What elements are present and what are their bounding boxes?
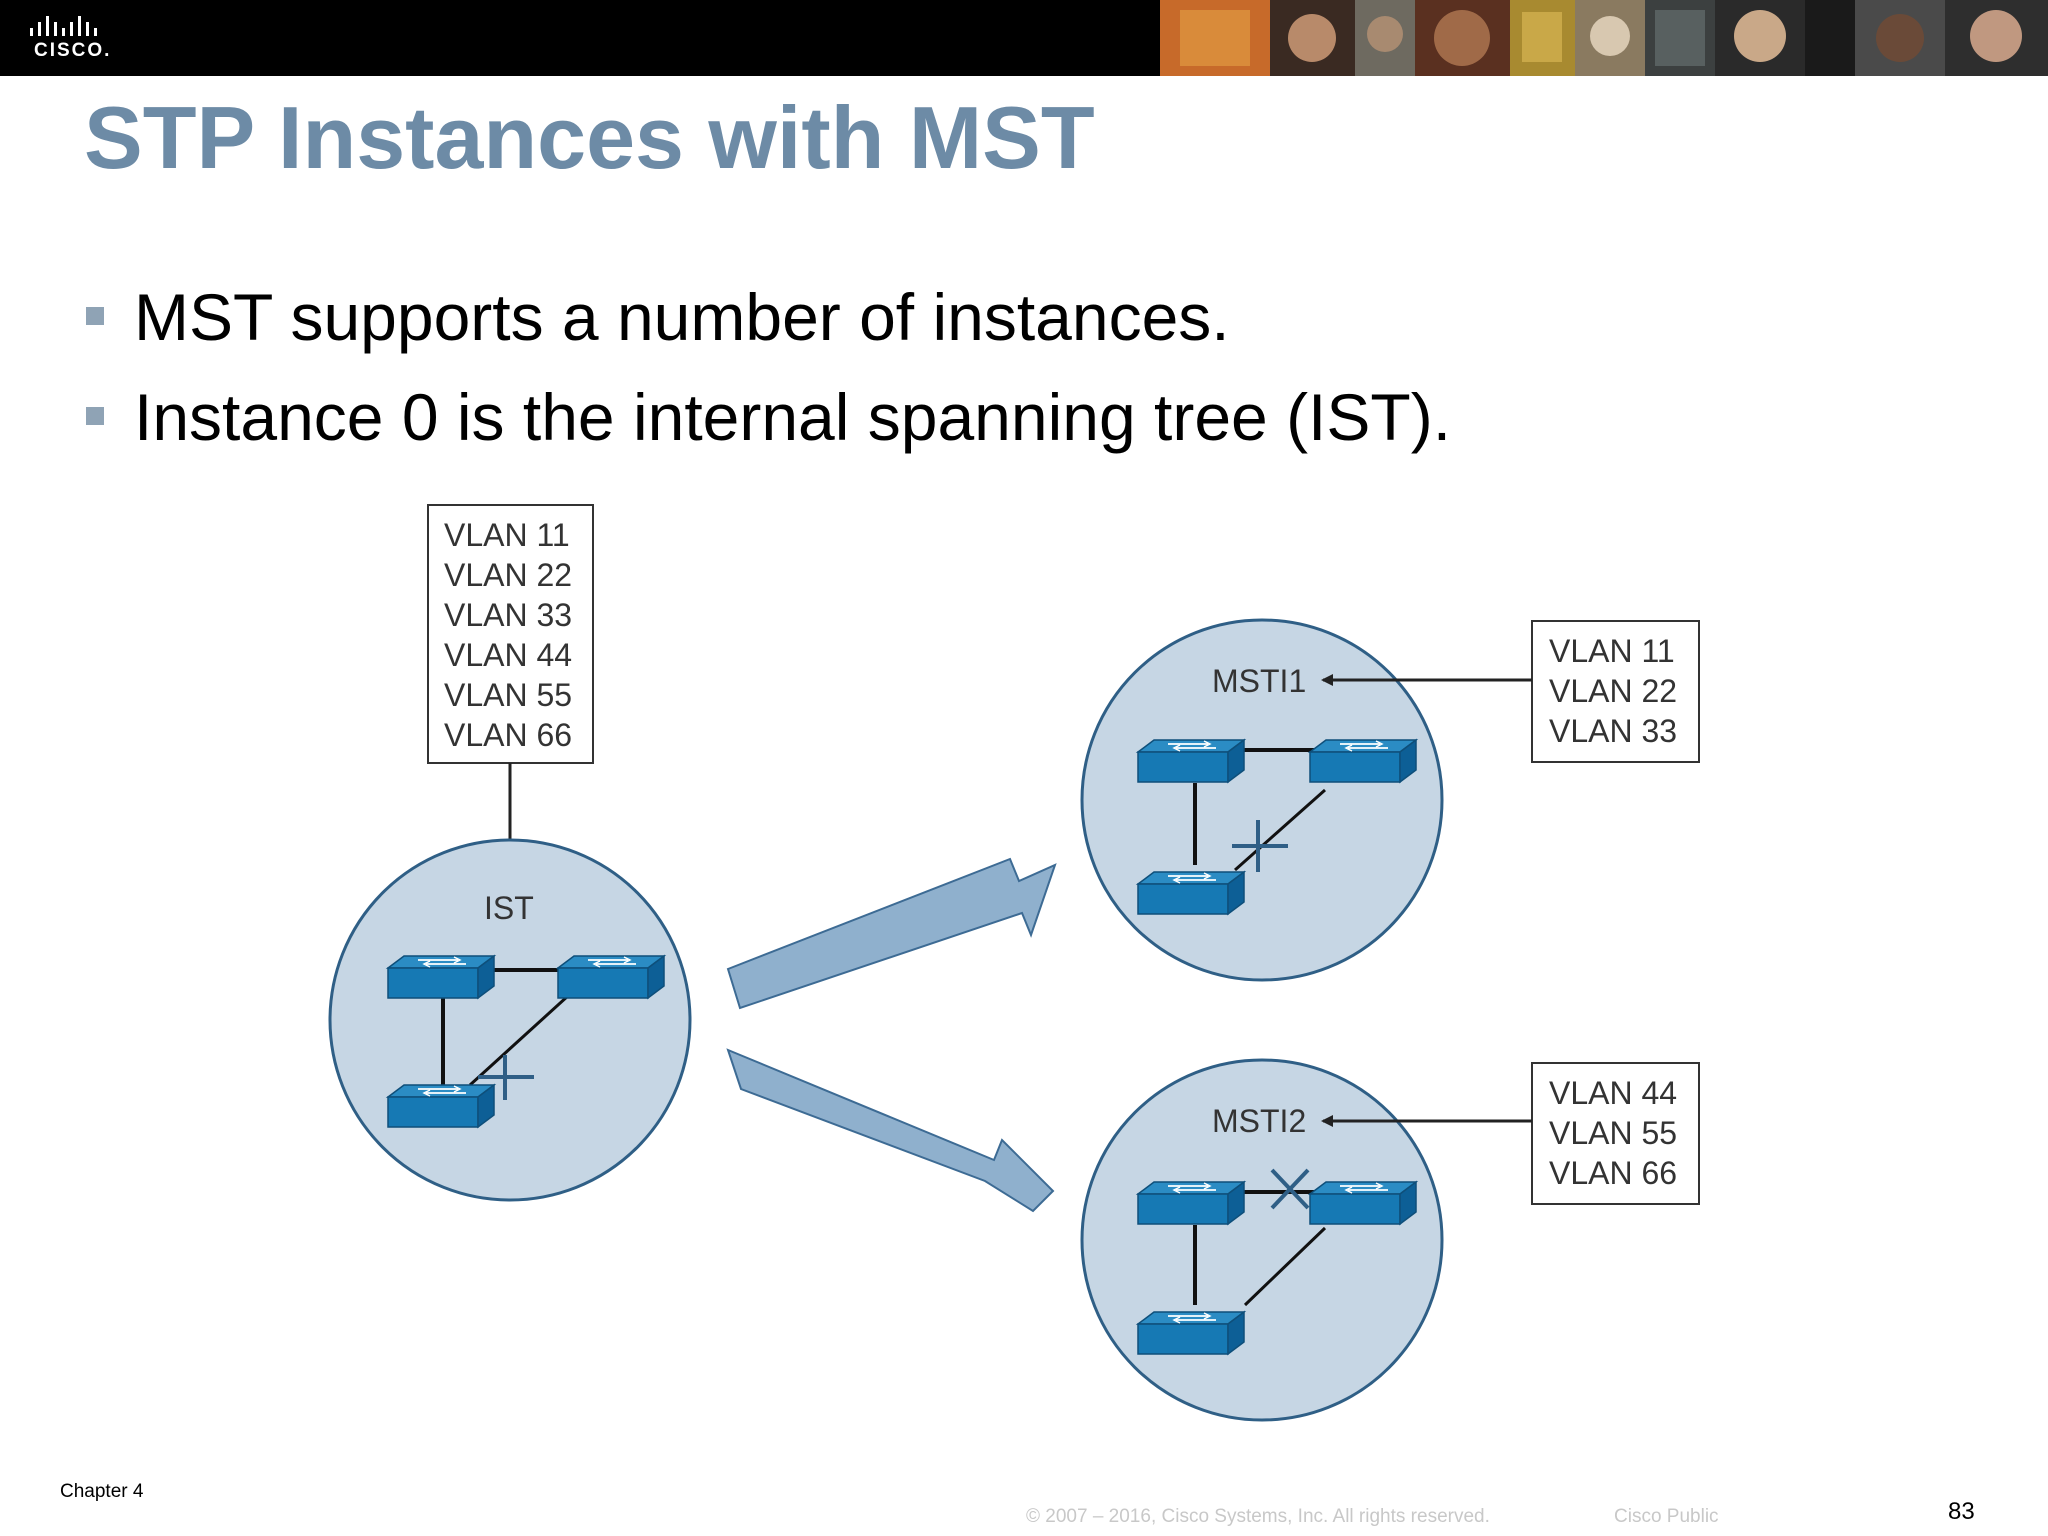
bullet-text: MST supports a number of instances.	[134, 280, 1230, 354]
arrow-to-msti1-icon	[726, 857, 1057, 1010]
header-bar: CISCO.	[0, 0, 2048, 76]
footer-chapter: Chapter 4	[60, 1481, 144, 1502]
bullet-square-icon	[86, 407, 104, 425]
switch-icon	[1137, 739, 1245, 783]
msti2-vlan-label: VLAN 55	[1549, 1115, 1677, 1151]
photo-strip-icon	[1160, 0, 2048, 76]
footer-copyright: © 2007 – 2016, Cisco Systems, Inc. All r…	[1026, 1506, 1490, 1527]
ist-vlan-label: VLAN 55	[444, 677, 572, 713]
switch-icon	[387, 1084, 495, 1128]
bullet-item: MST supports a number of instances.	[84, 275, 1451, 375]
ist-vlan-label: VLAN 66	[444, 717, 572, 753]
switch-icon	[1137, 1181, 1245, 1225]
bullet-list: MST supports a number of instances. Inst…	[84, 275, 1451, 475]
cisco-wordmark: CISCO.	[34, 40, 112, 61]
msti1-vlan-label: VLAN 22	[1549, 673, 1677, 709]
footer-classification: Cisco Public	[1614, 1506, 1719, 1527]
arrow-to-msti2-icon	[726, 1048, 1055, 1213]
switch-icon	[387, 955, 495, 999]
ist-instance-label: IST	[484, 890, 534, 926]
msti2-vlan-label: VLAN 66	[1549, 1155, 1677, 1191]
msti1-vlan-label: VLAN 11	[1549, 633, 1675, 669]
switch-icon	[1137, 1311, 1245, 1355]
ist-vlan-label: VLAN 22	[444, 557, 572, 593]
msti2-blocked-port-icon	[1270, 1168, 1310, 1210]
msti2-instance-label: MSTI2	[1212, 1103, 1306, 1139]
msti2-vlan-label: VLAN 44	[1549, 1075, 1677, 1111]
ist-vlan-label: VLAN 11	[444, 517, 570, 553]
slide-title: STP Instances with MST	[84, 88, 1095, 187]
ist-vlan-box	[427, 504, 594, 764]
bullet-text: Instance 0 is the internal spanning tree…	[134, 380, 1452, 454]
bullet-item: Instance 0 is the internal spanning tree…	[84, 375, 1451, 475]
msti1-instance-label: MSTI1	[1212, 663, 1306, 699]
bullet-square-icon	[86, 307, 104, 325]
switch-icon	[557, 955, 665, 999]
switch-icon	[1309, 739, 1417, 783]
switch-icon	[1309, 1181, 1417, 1225]
msti1-blocked-port-icon	[1232, 820, 1288, 872]
ist-vlan-label: VLAN 44	[444, 637, 572, 673]
ist-blocked-port-icon	[478, 1055, 534, 1100]
msti1-vlan-label: VLAN 33	[1549, 713, 1677, 749]
ist-vlan-label: VLAN 33	[444, 597, 572, 633]
msti1-vlan-box	[1531, 620, 1700, 763]
msti2-vlan-box	[1531, 1062, 1700, 1205]
page-number: 83	[1948, 1498, 1975, 1525]
switch-icon	[1137, 871, 1245, 915]
cisco-logo-icon	[30, 16, 97, 36]
